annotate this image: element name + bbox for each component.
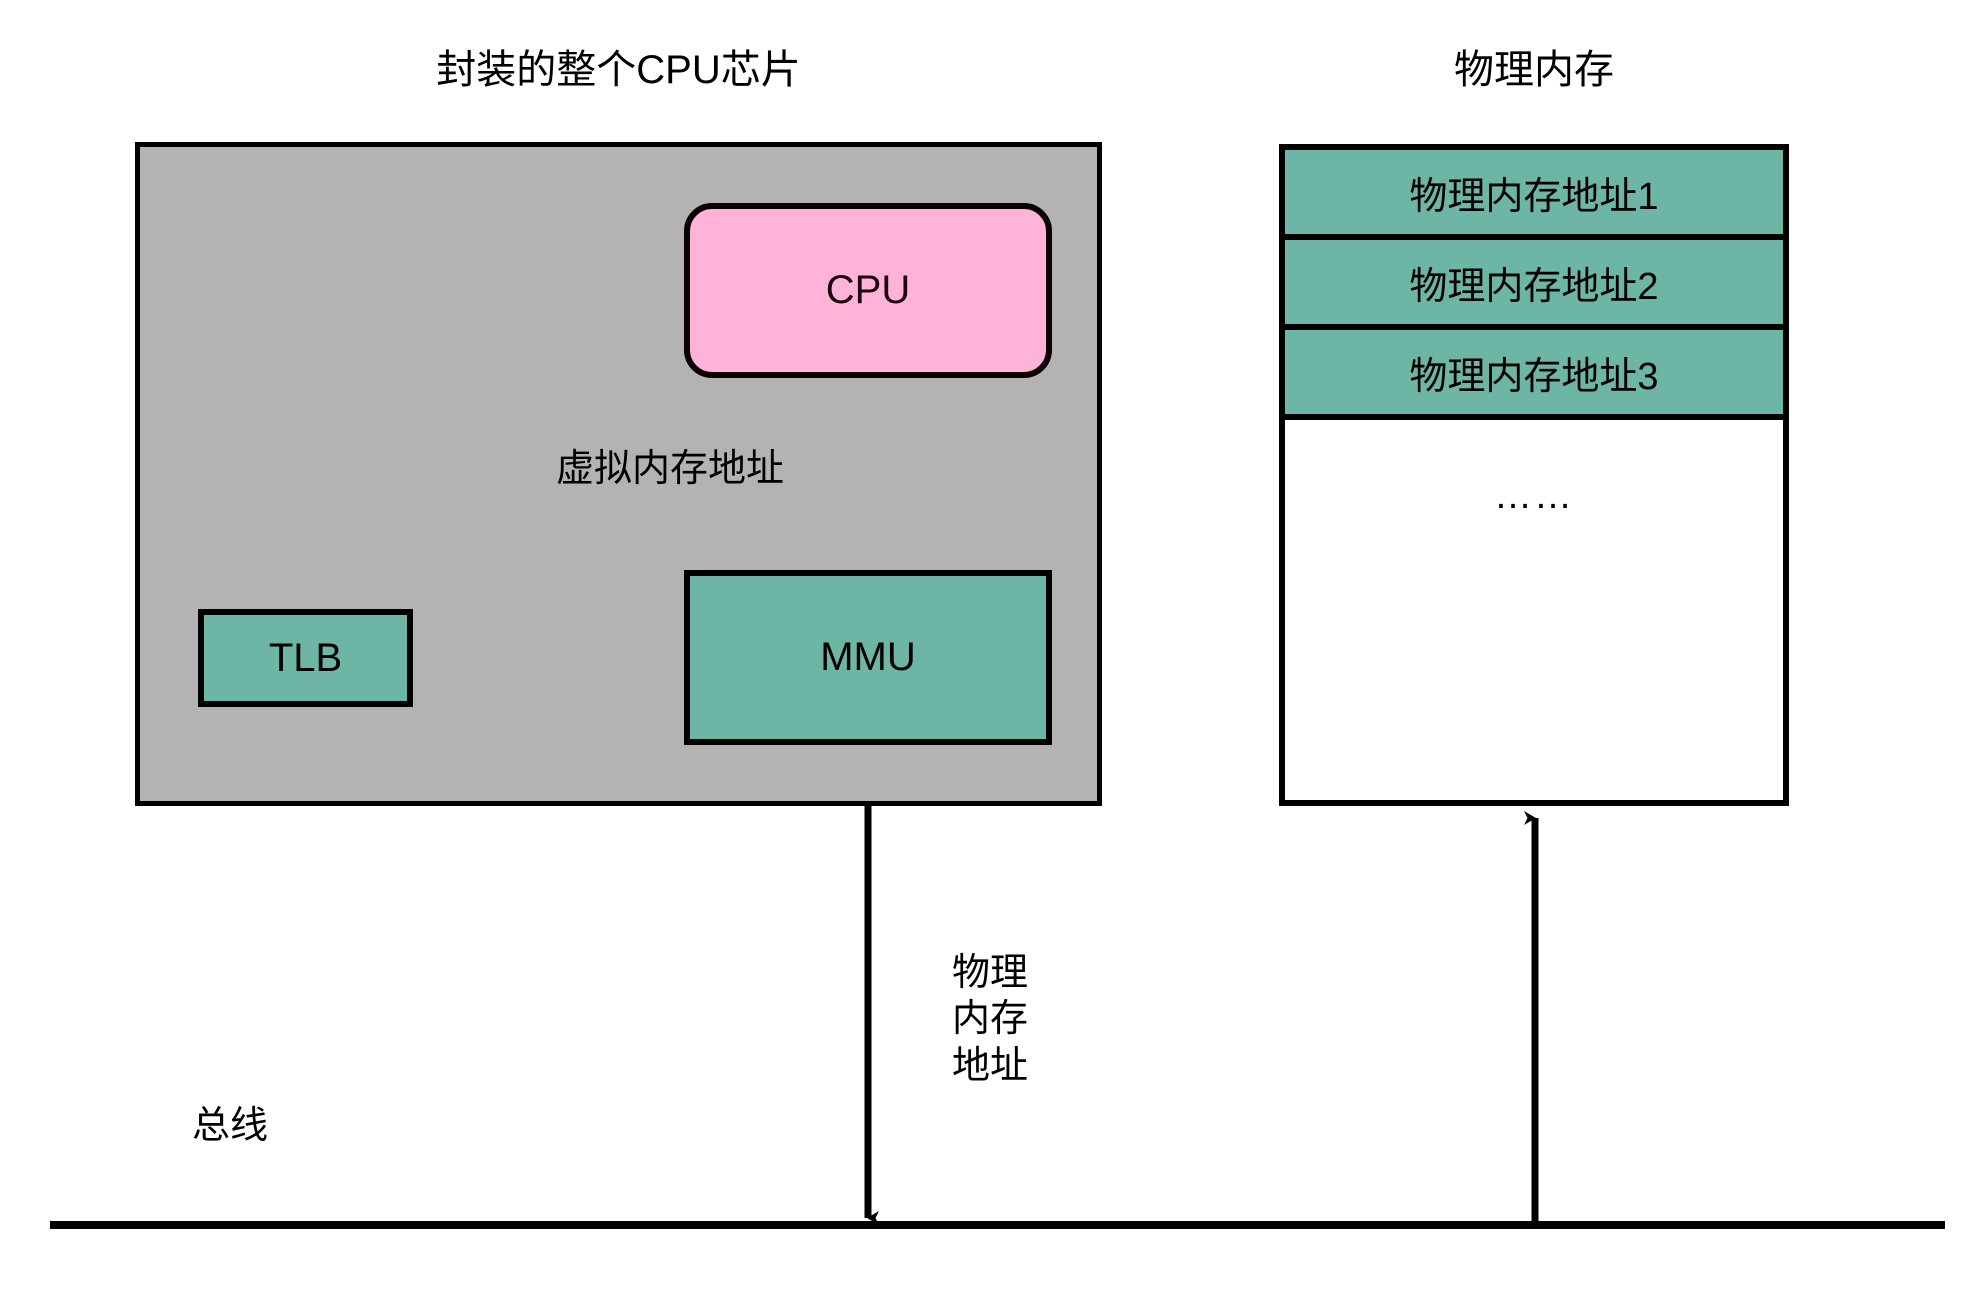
memory-free-area: …… xyxy=(1285,420,1783,800)
mmu-label: MMU xyxy=(820,635,916,679)
memory-row[interactable]: 物理内存地址3 xyxy=(1285,330,1783,420)
physical-address-label: 物理 内存 地址 xyxy=(930,950,1050,1089)
memory-row-label: 物理内存地址2 xyxy=(1409,265,1659,308)
physical-address-line-2: 内存 xyxy=(951,998,1028,1041)
memory-row[interactable]: 物理内存地址1 xyxy=(1285,150,1783,240)
physical-address-line-1: 物理 xyxy=(951,952,1028,994)
tlb-label: TLB xyxy=(268,635,343,680)
physical-memory-container: 物理内存地址1 物理内存地址2 物理内存地址3 …… xyxy=(1279,144,1789,806)
memory-row-label: 物理内存地址1 xyxy=(1409,175,1659,218)
memory-ellipsis: …… xyxy=(1494,475,1574,517)
physical-memory-title: 物理内存 xyxy=(1454,48,1614,92)
mmu-block[interactable]: MMU xyxy=(684,570,1052,745)
memory-row-label: 物理内存地址3 xyxy=(1409,355,1659,398)
tlb-block[interactable]: TLB xyxy=(198,609,413,707)
cpu-label: CPU xyxy=(825,268,911,312)
virtual-address-label: 虚拟内存地址 xyxy=(556,448,785,490)
memory-row[interactable]: 物理内存地址2 xyxy=(1285,240,1783,330)
cpu-block[interactable]: CPU xyxy=(684,203,1052,378)
physical-address-line-3: 地址 xyxy=(951,1044,1028,1087)
bus-label: 总线 xyxy=(192,1105,269,1147)
cpu-chip-title: 封装的整个CPU芯片 xyxy=(436,48,801,92)
